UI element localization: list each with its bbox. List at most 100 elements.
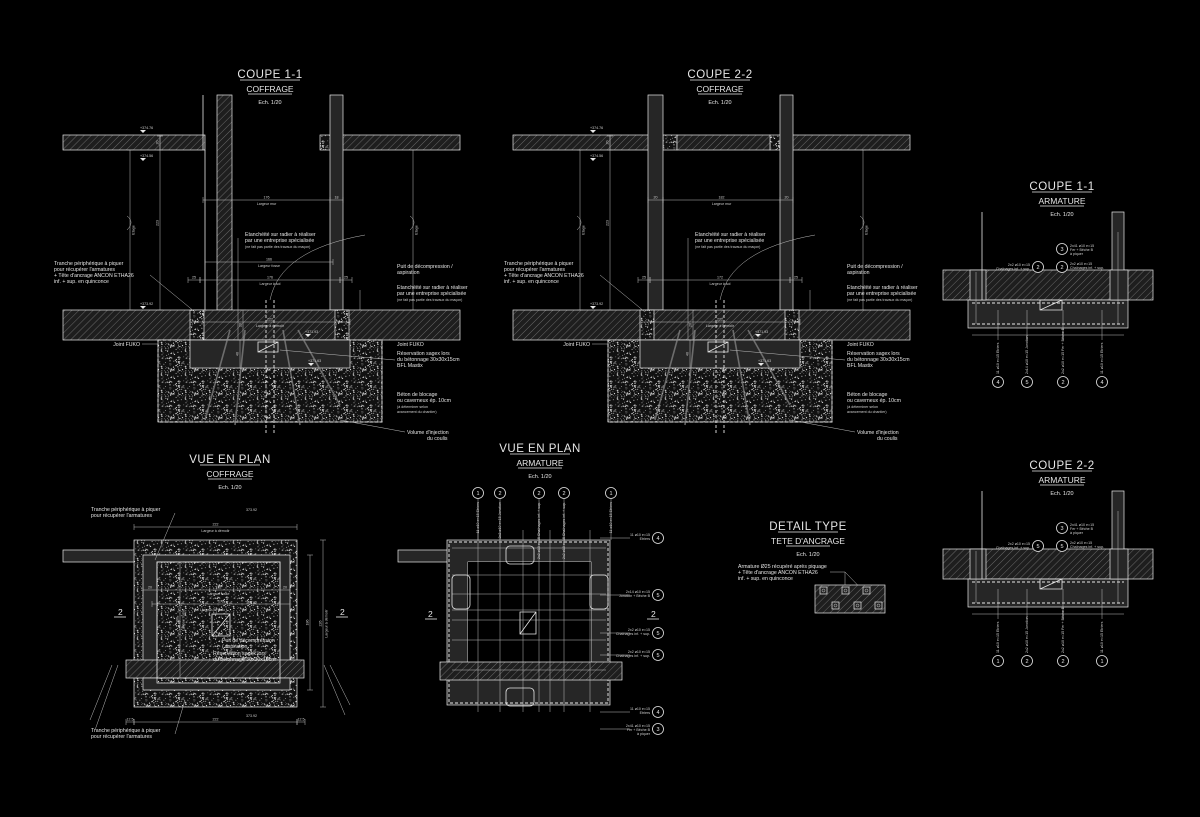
section-title: COUPE 2-2 (1029, 460, 1094, 472)
note-etancheite-sub: (ne fait pas partie des travaux du maçon… (245, 245, 310, 249)
anchor-bar-icon (821, 588, 826, 593)
injection-ray (654, 329, 681, 421)
level-marker: +374.56 (140, 154, 153, 158)
rebar-spec: Jonction + Bêche B (619, 594, 651, 598)
bottom-rebar-marker-num: 5 (1025, 380, 1028, 386)
side-rebar-marker-num: 5 (656, 631, 659, 637)
section-title: COUPE 1-1 (1029, 181, 1094, 193)
side-rebar-marker-num: 4 (656, 710, 659, 716)
bottom-rebar-marker-num: 4 (1100, 380, 1103, 386)
level-marker: 373.92 (246, 601, 257, 605)
section-title: COUPE 2-2 (687, 69, 752, 81)
side-rebar-marker-num: 4 (656, 536, 659, 542)
bottom-rebar-marker (992, 655, 1004, 667)
dimension-label: Largeur fosse (258, 264, 280, 268)
note-etancheite: Etanchéité sur radier à réaliser (695, 232, 766, 238)
top-rebar-marker (472, 487, 484, 499)
rebar-spec: à piquer (1070, 531, 1084, 535)
dimension-value: 25 (192, 276, 196, 280)
section-subtitle: TETE D'ANCRAGE (771, 536, 845, 546)
side-rebar-marker (652, 723, 664, 735)
level-marker: 373.92 (246, 508, 257, 512)
level-triangle-icon (140, 130, 146, 133)
note-tranche-bottom: pour récupérer l'armatures (91, 734, 152, 740)
top-rebar-marker-num: 1 (476, 491, 479, 497)
plan-pit-inner (156, 561, 281, 679)
dimension-value: 222 (717, 318, 723, 322)
anchor-head-icon (874, 601, 883, 610)
leader-line (154, 512, 176, 561)
note-beton-sub: avancement du chantier) (397, 410, 437, 414)
rebar-spec: Chaînages inf. + sup. (996, 267, 1030, 271)
bottom-rebar-marker (1096, 655, 1108, 667)
dimension-label: Largeur fosse (182, 609, 186, 631)
dimension-value: 182 (719, 196, 725, 200)
section-mark-right: 2 (340, 607, 345, 617)
level-marker: 373.92 (246, 714, 257, 718)
note-tranche: Tranche périphérique à piquer (54, 261, 124, 267)
break-symbol (576, 215, 865, 231)
reservation-box (1039, 578, 1063, 590)
wall-right-base (1109, 548, 1129, 580)
note-reservation: Réservation sagex lors (213, 651, 266, 657)
note-armature: Armature Ø25 récupéré après piquage (738, 564, 827, 570)
anchor-head-icon (853, 601, 862, 610)
note-etancheite: Etanchéité sur radier à réaliser (397, 285, 468, 291)
note-etancheite: par une entreprise spécialisée (847, 291, 916, 297)
level-triangle-icon (758, 363, 764, 366)
dimension-value: 176 (264, 196, 270, 200)
radier-slab (967, 578, 1129, 608)
bottom-rebar-marker (1021, 655, 1033, 667)
anchor-head (451, 574, 471, 610)
top-rebar-marker (1056, 522, 1068, 534)
rebar-spec: Chaînages inf. + sup. (1070, 266, 1104, 270)
rebar-spec: 2x2 ø10 e=15 Fer + Bêche B (1061, 327, 1065, 374)
dimension-value: 25 (344, 276, 348, 280)
reservation-box (1039, 299, 1063, 311)
note-tranche-top: pour récupérer l'armatures (91, 513, 152, 519)
rebar-spec: Chaînages inf. + sup. (616, 654, 650, 658)
rebar-spec: Chaînages inf. + sup. (996, 546, 1030, 550)
rebar-spec: 11 ø10 e=15 Etriers (1100, 621, 1104, 653)
leader-line (789, 419, 856, 433)
top-rebar-marker (1056, 243, 1068, 255)
dimension-value: 20 (654, 196, 658, 200)
anchor-head-icon (819, 586, 828, 595)
anchor-bar-icon (855, 603, 860, 608)
note-reservation: du bétonnage 30x30x15cm (847, 357, 910, 363)
note-tranche: inf. + sup. en quinconce (504, 279, 559, 285)
leader-line (279, 349, 396, 361)
upper-slab-right (782, 134, 911, 151)
dimension-value: 222 (213, 523, 219, 527)
note-beton-sub: (à déterminer selon (847, 405, 878, 409)
level-triangle-icon (140, 306, 146, 309)
dimension-value: 172 (717, 276, 723, 280)
note-puit: aspiration (397, 270, 420, 276)
level-marker: +374.76 (140, 126, 153, 130)
top-rebar-marker-num: 5 (1060, 544, 1063, 550)
leader-line (149, 274, 196, 313)
side-rebar-marker (652, 706, 664, 718)
section-scale: Ech. 1/20 (258, 100, 281, 106)
side-rebar-marker (652, 627, 664, 639)
dimension-value: 182 (216, 586, 222, 590)
rebar-spec: 11 ø10 e=15 Etriers (996, 621, 1000, 653)
note-reservation: du bétonnage 30x30x15cm (213, 657, 276, 663)
dimension-value: 20 (283, 586, 287, 590)
plan-embankment-hatch (89, 664, 351, 731)
plan-label-trou: Largeur de trou (200, 608, 225, 612)
anchor-head-icon (862, 586, 871, 595)
dimension-value: 166 (266, 258, 272, 262)
bottom-rebar-marker-num: 1 (996, 659, 999, 665)
level-triangle-icon (140, 158, 146, 161)
note-beton: Béton de blocage (847, 392, 887, 398)
note-armature: inf. + sup. en quinconce (738, 576, 793, 582)
note-reservation: du bétonnage 30x30x15cm (397, 357, 460, 363)
upper-slab-right (332, 134, 461, 151)
bottom-rebar-marker-num: 1 (1100, 659, 1103, 665)
top-rebar-marker-num: 3 (1060, 247, 1063, 253)
rebar-spec: 2x2 ø10 e=15 (628, 628, 650, 632)
dimension-value: 226 (319, 621, 323, 627)
dimension-value: 223 (606, 220, 610, 226)
